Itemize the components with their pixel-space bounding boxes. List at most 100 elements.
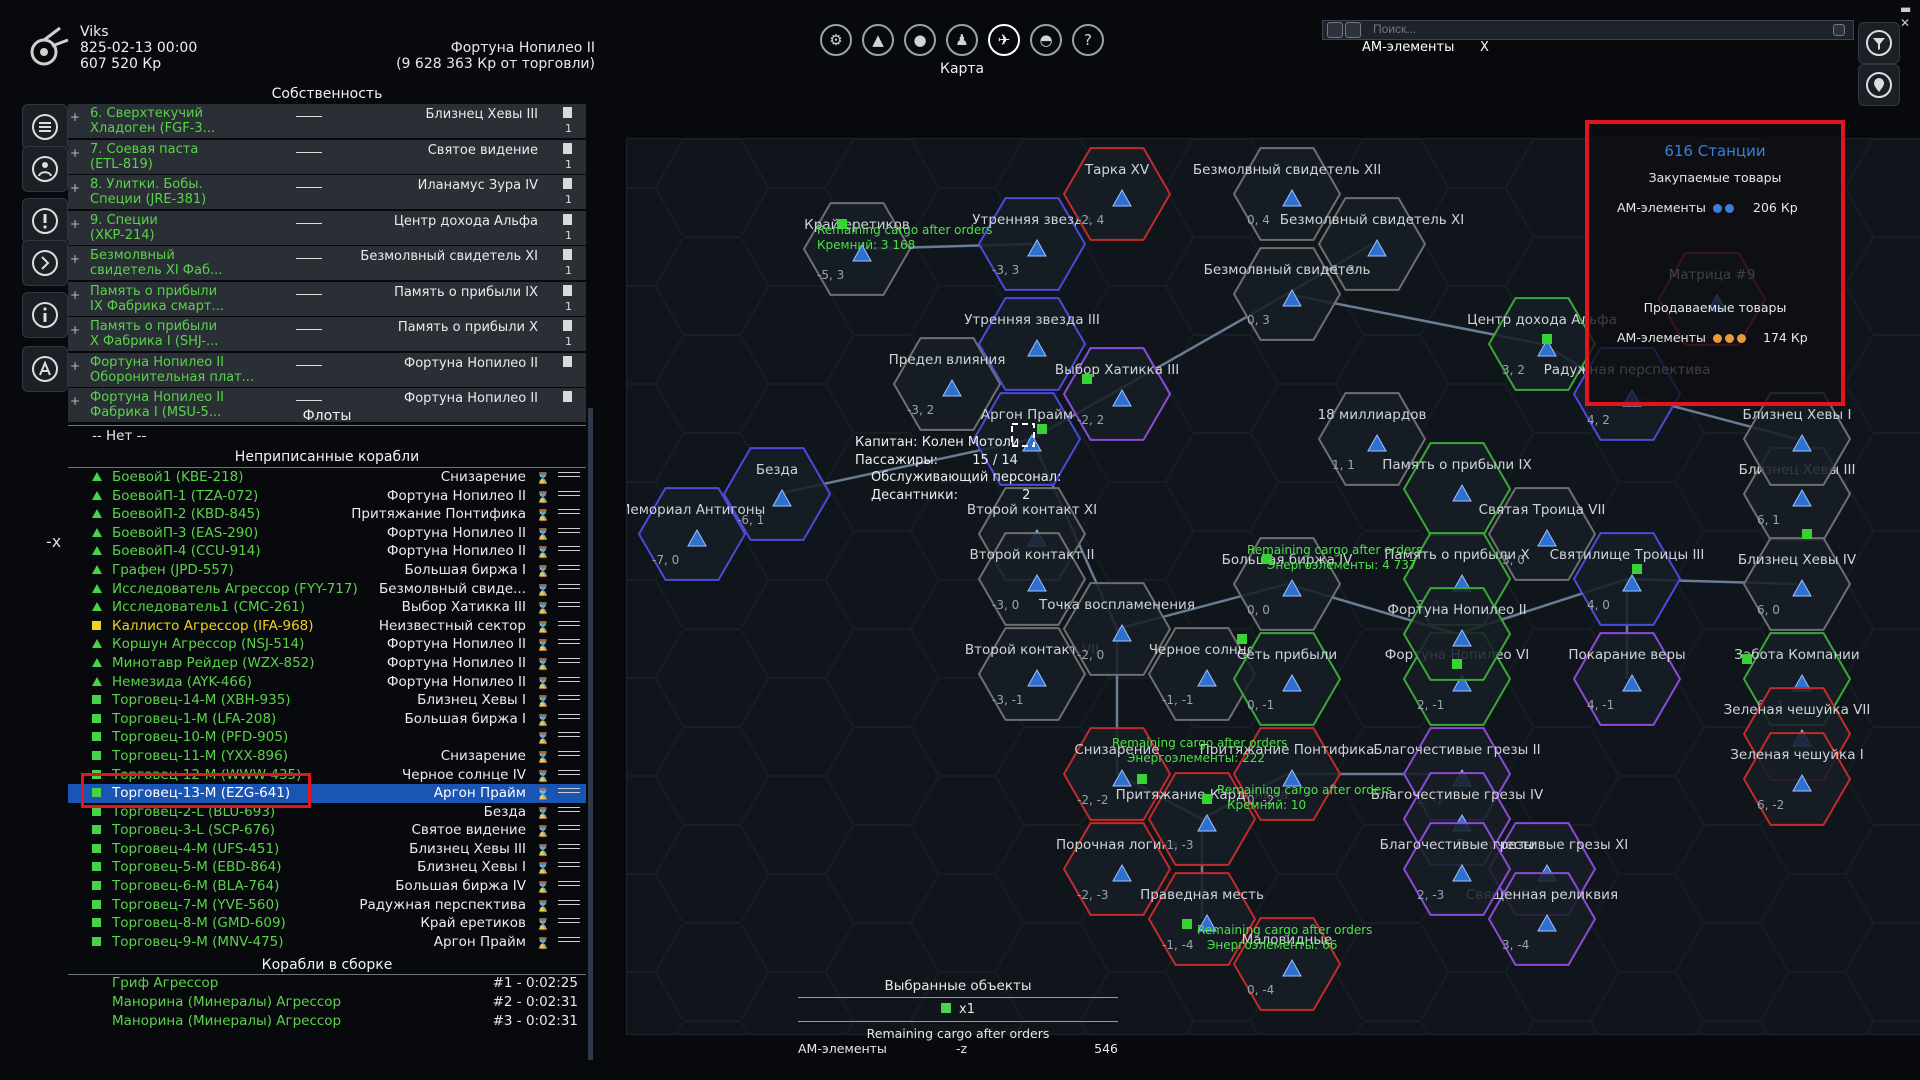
sector-hex[interactable] — [1232, 632, 1342, 726]
sector-hex[interactable] — [637, 487, 747, 581]
sector-hex[interactable] — [1062, 822, 1172, 916]
ship-row[interactable]: Торговец-4-M (UFS-451)Близнец Хевы III⌛ — [68, 840, 586, 859]
station-marker-icon[interactable] — [1537, 528, 1557, 547]
station-marker-icon[interactable] — [1282, 768, 1302, 787]
ship-row[interactable]: Торговец-11-M (YXX-896)Снизарение⌛ — [68, 747, 586, 766]
sector-hex[interactable] — [1147, 627, 1257, 721]
sector-hex[interactable] — [1062, 582, 1172, 676]
station-marker-icon[interactable] — [1197, 913, 1217, 932]
map-sector[interactable]: Близнец Хевы I — [1743, 392, 1852, 486]
construction-row[interactable]: Манорина (Минералы) Агрессор#2 - 0:02:31 — [68, 994, 586, 1013]
sector-hex[interactable] — [1062, 147, 1172, 241]
ship-row[interactable]: Исследователь Агрессор (FYY-717)Безмолвн… — [68, 580, 586, 599]
station-marker-icon[interactable] — [687, 528, 707, 547]
expand-icon[interactable]: + — [70, 358, 81, 373]
sector-hex[interactable] — [1232, 537, 1342, 631]
ship-row[interactable]: БоевойП-2 (KBD-845)Притяжание Понтифика⌛ — [68, 505, 586, 524]
sector-hex[interactable] — [1317, 197, 1427, 291]
ship-row[interactable]: Минотавр Рейдер (WZX-852)Фортуна Нопилео… — [68, 654, 586, 673]
ship-marker-icon[interactable] — [837, 219, 847, 229]
ship-row[interactable]: Исследователь1 (CMC-261)Выбор Хатикка II… — [68, 598, 586, 617]
sector-hex[interactable] — [1232, 917, 1342, 1011]
station-marker-icon[interactable] — [1367, 433, 1387, 452]
property-row[interactable]: +Фортуна Нопилео II Оборонительная плат.… — [68, 352, 586, 387]
map-sector[interactable]: Край еретиков-5, 3 — [802, 202, 912, 296]
sidebar-list-button[interactable] — [22, 104, 68, 150]
sector-hex[interactable] — [1572, 632, 1682, 726]
map-button[interactable]: ✈ — [988, 24, 1020, 56]
sector-hex[interactable] — [1147, 872, 1257, 966]
eye-icon[interactable] — [1327, 22, 1343, 38]
property-row[interactable]: +8. Улитки. Бобы.Специи (JRE-381)Иланаму… — [68, 175, 586, 209]
station-marker-icon[interactable] — [1367, 238, 1387, 257]
sector-hex[interactable] — [1572, 532, 1682, 626]
ship-row[interactable]: Торговец-9-M (MNV-475)Аргон Прайм⌛ — [68, 933, 586, 952]
station-marker-icon[interactable] — [1112, 388, 1132, 407]
station-marker-icon[interactable] — [1537, 913, 1557, 932]
sector-hex[interactable] — [892, 337, 1002, 431]
map-sector[interactable]: Фортуна Нопилео II — [1387, 587, 1527, 681]
expand-icon[interactable]: + — [70, 145, 81, 160]
filter-button[interactable] — [1858, 22, 1900, 64]
ship-row[interactable]: Торговец-7-M (YVE-560)Радужная перспекти… — [68, 896, 586, 915]
expand-icon[interactable]: + — [70, 394, 81, 408]
map-sector[interactable]: Снизарение-2, -2 — [1062, 727, 1172, 821]
station-marker-icon[interactable] — [1452, 628, 1472, 647]
expand-icon[interactable]: + — [70, 110, 81, 124]
station-marker-icon[interactable] — [1197, 668, 1217, 687]
expand-icon[interactable]: + — [70, 323, 81, 337]
station-marker-icon[interactable] — [1197, 813, 1217, 832]
sector-hex[interactable] — [1062, 727, 1172, 821]
sidebar-person-button[interactable] — [22, 146, 68, 192]
map-sector[interactable]: Утренняя звезда III — [964, 297, 1100, 391]
station-marker-icon[interactable] — [1112, 623, 1132, 642]
map-sector[interactable]: Черное солнце-1, -1 — [1147, 627, 1257, 721]
filter-chip[interactable]: АМ-элементы X — [1322, 40, 1489, 58]
sector-hex[interactable] — [1487, 872, 1597, 966]
map-sector[interactable]: Большая биржа IV0, 0 — [1222, 537, 1354, 631]
selected-ship-crosshair-icon[interactable] — [1011, 423, 1035, 447]
ship-marker-icon[interactable] — [1237, 634, 1247, 644]
helmet-button[interactable]: ◓ — [1030, 24, 1062, 56]
expand-icon[interactable]: + — [70, 287, 81, 302]
sector-hex[interactable] — [1487, 487, 1597, 581]
ship-marker-icon[interactable] — [1137, 774, 1147, 784]
sector-hex[interactable] — [977, 197, 1087, 291]
sidebar-badge-button[interactable] — [22, 346, 68, 392]
sector-hex[interactable] — [1402, 822, 1512, 916]
ship-row[interactable]: БоевойП-3 (EAS-290)Фортуна Нопилео II⌛ — [68, 524, 586, 543]
station-marker-icon[interactable] — [772, 488, 792, 507]
ship-list-scrollbar[interactable] — [588, 408, 593, 1060]
ship-row[interactable]: Торговец-14-M (XBH-935)Близнец Хевы I⌛ — [68, 691, 586, 710]
ship-marker-icon[interactable] — [1742, 654, 1752, 664]
ship-row[interactable]: Торговец-5-M (EBD-864)Близнец Хевы I⌛ — [68, 858, 586, 877]
location-button[interactable] — [1858, 64, 1900, 106]
sector-hex[interactable] — [972, 392, 1082, 486]
sector-hex[interactable] — [1232, 727, 1342, 821]
ship-button[interactable]: ▲ — [862, 24, 894, 56]
station-marker-icon[interactable] — [1622, 573, 1642, 592]
ship-marker-icon[interactable] — [1262, 554, 1272, 564]
ship-marker-icon[interactable] — [1542, 334, 1552, 344]
sector-hex[interactable] — [977, 627, 1087, 721]
ship-row[interactable]: Торговец-1-M (LFA-208)Большая биржа I⌛ — [68, 710, 586, 729]
sidebar-info-button[interactable] — [22, 292, 68, 338]
search-input[interactable] — [1373, 21, 1828, 37]
sector-hex[interactable] — [1232, 147, 1342, 241]
ship-marker-icon[interactable] — [1037, 424, 1047, 434]
ship-marker-icon[interactable] — [1452, 659, 1462, 669]
sector-hex[interactable] — [1147, 772, 1257, 866]
station-marker-icon[interactable] — [1027, 668, 1047, 687]
station-marker-icon[interactable] — [1452, 863, 1472, 882]
ship-row[interactable]: Каллисто Агрессор (IFA-968)Неизвестный с… — [68, 617, 586, 636]
construction-row[interactable]: Манорина (Минералы) Агрессор#3 - 0:02:31 — [68, 1013, 586, 1032]
player-button[interactable]: ● — [904, 24, 936, 56]
